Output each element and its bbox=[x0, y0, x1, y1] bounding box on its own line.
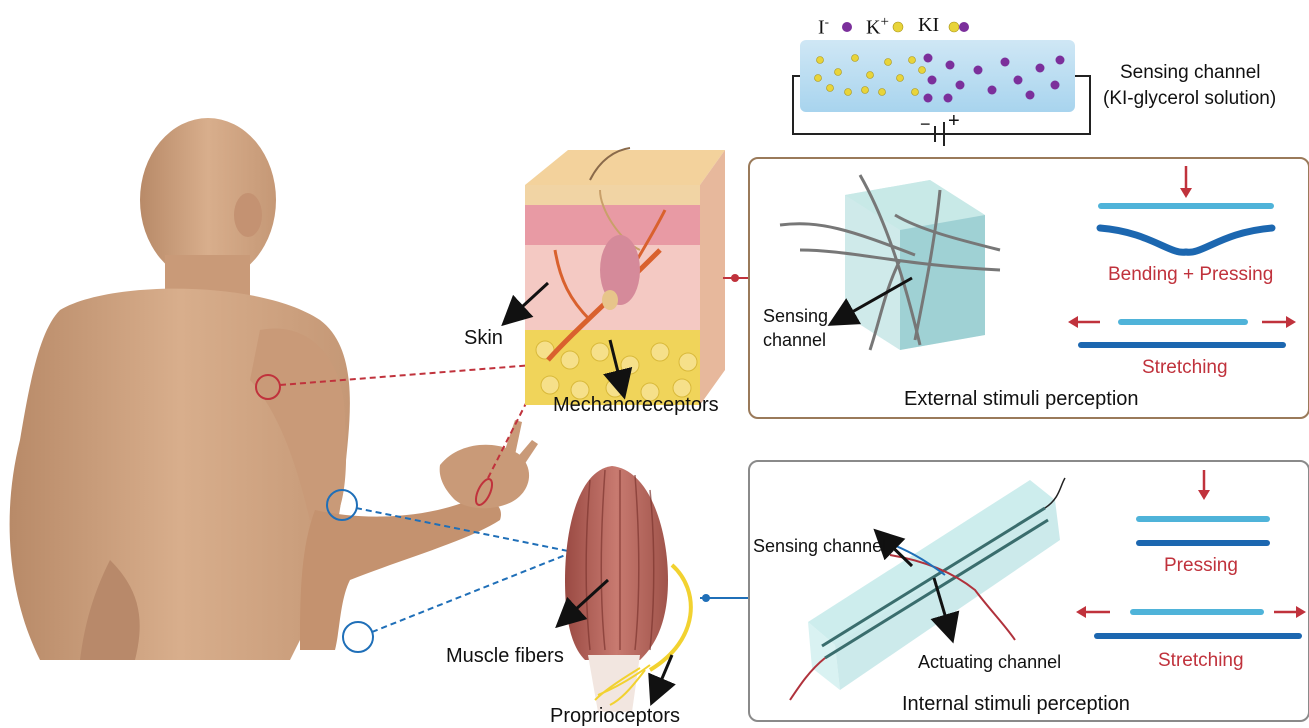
external-panel-caption: External stimuli perception bbox=[904, 388, 1139, 411]
sensing-channel-title: Sensing channel bbox=[1120, 62, 1261, 84]
legend-iodide: I- bbox=[818, 14, 829, 40]
battery-plus: + bbox=[948, 110, 960, 133]
proprioceptors-label: Proprioceptors bbox=[550, 705, 680, 728]
muscle-connector-2 bbox=[372, 552, 573, 632]
potassium-ion-icon bbox=[893, 22, 903, 32]
skin-label: Skin bbox=[464, 327, 503, 350]
muscle-fibers-label: Muscle fibers bbox=[446, 645, 564, 668]
external-panel bbox=[748, 157, 1309, 419]
battery-minus: − bbox=[920, 114, 931, 135]
internal-sensing-label: Sensing channel bbox=[753, 536, 886, 557]
mechanoreceptors-label: Mechanoreceptors bbox=[553, 394, 719, 417]
elbow-marker-blue bbox=[343, 622, 373, 652]
pressing-label: Pressing bbox=[1164, 555, 1238, 577]
external-stretching-label: Stretching bbox=[1142, 357, 1228, 379]
legend-potassium-charge: + bbox=[880, 14, 888, 30]
iodide-ion-icon bbox=[842, 22, 852, 32]
sensing-channel-subtitle: (KI-glycerol solution) bbox=[1103, 88, 1276, 110]
salt-icon-k bbox=[949, 22, 959, 32]
human-figure bbox=[10, 118, 538, 660]
sensing-channel-illustration bbox=[793, 40, 1090, 146]
legend-salt-symbol: KI bbox=[918, 14, 939, 36]
actuating-channel-label: Actuating channel bbox=[918, 652, 1061, 673]
salt-icon-i bbox=[959, 22, 969, 32]
internal-panel bbox=[748, 460, 1309, 722]
legend-iodide-symbol: I bbox=[818, 17, 825, 39]
bending-pressing-label: Bending + Pressing bbox=[1108, 264, 1273, 286]
muscle-illustration bbox=[565, 466, 691, 712]
legend-potassium-symbol: K bbox=[866, 17, 880, 39]
legend-salt: KI bbox=[918, 14, 939, 37]
legend-iodide-charge: - bbox=[825, 14, 829, 29]
legend-potassium: K+ bbox=[866, 14, 889, 40]
skin-illustration bbox=[525, 148, 725, 405]
internal-panel-caption: Internal stimuli perception bbox=[902, 693, 1130, 716]
external-sensing-label-1: Sensing bbox=[763, 306, 828, 327]
external-sensing-label-2: channel bbox=[763, 330, 826, 351]
internal-stretching-label: Stretching bbox=[1158, 650, 1244, 672]
